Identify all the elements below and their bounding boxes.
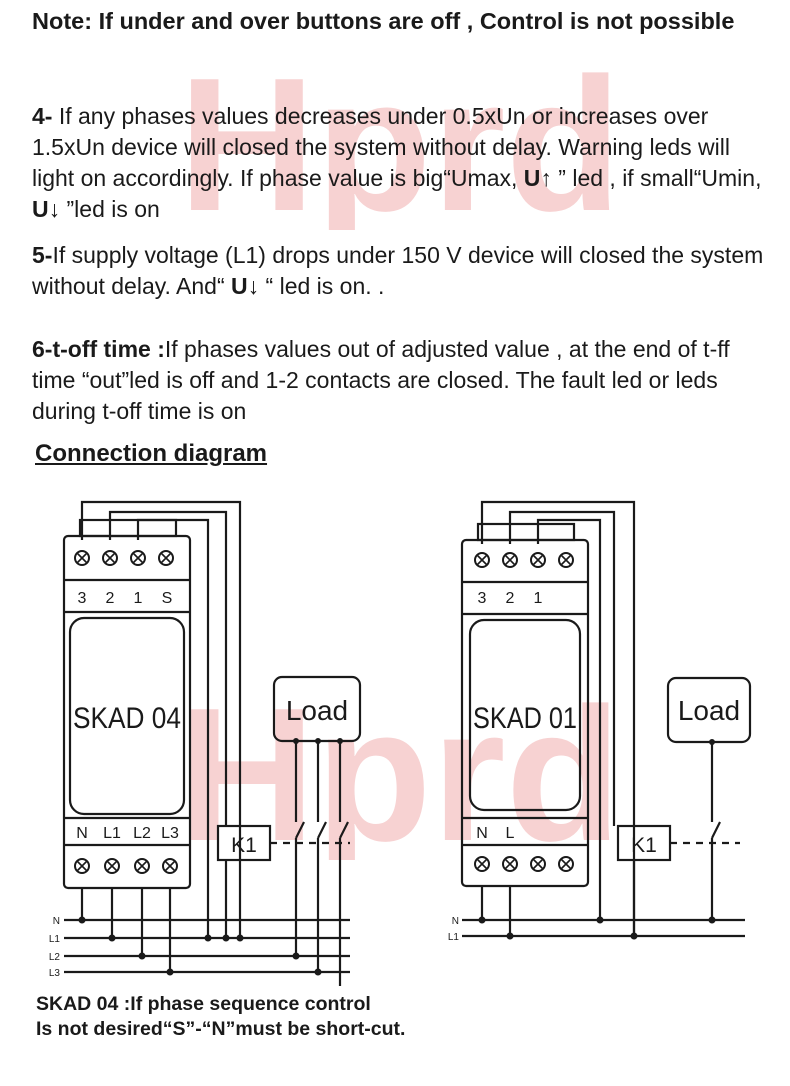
skad04-terminal-1: 1 [134, 590, 143, 607]
skad01-label: SKAD 01 [473, 702, 577, 735]
skad01-terminal-l: L [506, 825, 515, 842]
footer-line-1: SKAD 04 :If phase sequence control [36, 993, 371, 1015]
item-5-number: 5- [32, 242, 53, 268]
item-6-paragraph: 6-t-off time :If phases values out of ad… [32, 334, 772, 427]
line-label-l1: L1 [49, 934, 61, 945]
skad01-top-tab [476, 522, 576, 542]
wire-2 [108, 510, 228, 826]
item-5-text2: “ led is on. . [259, 273, 385, 299]
skad04-bottom-screws [74, 858, 178, 874]
skad01-terminal-1: 1 [534, 590, 543, 607]
wire-r3 [480, 500, 636, 936]
skad04-terminal-s: S [162, 590, 173, 607]
item-4-number: 4- [32, 103, 53, 129]
connection-diagram-heading: Connection diagram [35, 440, 268, 467]
skad04-terminal-n: N [76, 825, 88, 842]
note-paragraph: Note: If under and over buttons are off … [32, 8, 735, 34]
skad04-terminal-l3: L3 [161, 825, 179, 842]
item-4-text2: ” led , if small“Umin, [551, 165, 762, 191]
k1-label-left: K1 [231, 834, 257, 857]
wire-r1 [536, 518, 602, 920]
skad04-terminal-3: 3 [78, 590, 87, 607]
u-down-symbol-5: U↓ [231, 273, 260, 299]
item-5-paragraph: 5-If supply voltage (L1) drops under 150… [32, 240, 772, 302]
skad04-label: SKAD 04 [73, 702, 181, 735]
skad04-top-tab [78, 518, 178, 538]
item-4-paragraph: 4- If any phases values decreases under … [32, 101, 772, 225]
junction-dots [78, 738, 716, 976]
u-up-symbol: U↑ [523, 165, 552, 191]
footer-line-2: Is not desired“S”-“N”must be short-cut. [36, 1018, 406, 1040]
skad01-terminal-3: 3 [478, 590, 487, 607]
skad04-terminal-l2: L2 [133, 825, 151, 842]
item-4-text: If any phases values decreases under 0.5… [32, 103, 730, 191]
item-4-text3: ”led is on [60, 196, 160, 222]
skad01-top-screws [474, 552, 574, 568]
k1-label-right: K1 [631, 834, 657, 857]
load-label-right: Load [678, 695, 740, 726]
skad01-face [468, 618, 582, 812]
load-label-left: Load [286, 695, 348, 726]
watermark-text: Hprd [178, 60, 621, 230]
skad04-face [68, 616, 186, 816]
item-6-text: If phases values out of adjusted value ,… [32, 336, 730, 424]
skad04-top-screws [74, 550, 174, 566]
item-6-number: 6-t-off time : [32, 336, 165, 362]
wire-1 [136, 518, 210, 938]
skad01-terminal-2: 2 [506, 590, 515, 607]
line-label-l3: L3 [49, 968, 61, 979]
line-label-r-l1: L1 [448, 932, 460, 943]
watermark: Hprd [178, 60, 621, 230]
item-5-text: If supply voltage (L1) drops under 150 V… [32, 242, 764, 299]
footer-note: SKAD 04 :If phase sequence control Is no… [36, 992, 405, 1042]
wire-r2 [508, 510, 616, 826]
skad01-bottom-screws [474, 856, 574, 872]
skad04-terminal-2: 2 [106, 590, 115, 607]
skad01-terminal-n: N [476, 825, 488, 842]
watermark-lower-text: Hprd [178, 690, 621, 860]
skad04-terminal-l1: L1 [103, 825, 121, 842]
watermark-lower: Hprd [178, 690, 621, 860]
line-label-n: N [53, 916, 60, 927]
line-label-l2: L2 [49, 952, 61, 963]
line-label-r-n: N [452, 916, 459, 927]
wire-3 [80, 500, 242, 938]
u-down-symbol: U↓ [32, 196, 61, 222]
